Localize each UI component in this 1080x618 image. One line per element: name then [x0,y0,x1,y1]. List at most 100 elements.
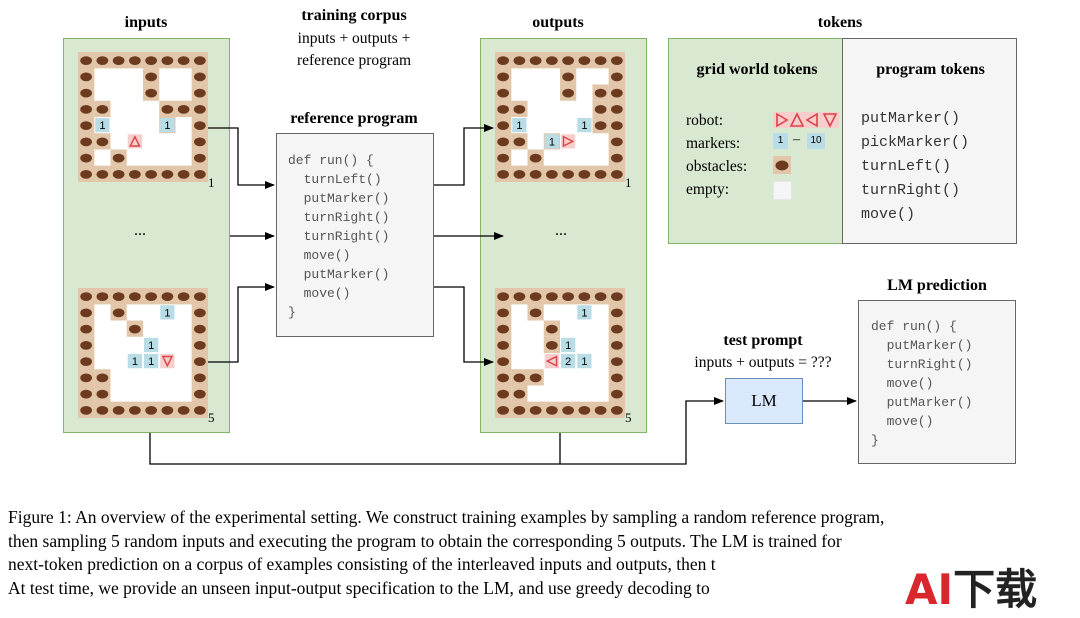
obstacle-icon [194,72,206,82]
obstacle-icon [611,373,623,383]
obstacle-icon [513,389,526,399]
reference-program-header: reference program [290,110,418,127]
obstacle-icon [497,308,509,318]
obstacle-icon [194,373,206,383]
marker-icon: 1 [160,118,175,133]
obstacle-icon [112,292,125,302]
marker-icon: 1 [561,337,576,352]
obstacle-icon [80,357,92,367]
robot-icon [562,135,575,148]
code-line: turnRight() [871,357,973,372]
code-line: } [288,305,296,320]
obstacle-icon [611,104,623,114]
training-corpus-subtitle-2: reference program [296,52,412,69]
robot-token-label: robot: [686,112,724,129]
obstacle-icon [145,169,157,179]
svg-text:1: 1 [148,340,154,352]
caption-line-3: next-token prediction on a corpus of exa… [8,554,716,574]
obstacle-icon [129,292,141,302]
obstacle-icon [96,389,109,399]
obstacle-icon [177,104,190,114]
code-line: turnRight() [288,210,390,225]
obstacle-icon [112,169,125,179]
obstacle-icon [611,357,623,367]
obstacle-icon [546,405,558,415]
marker-icon: 1 [577,305,592,320]
robot-down-icon [822,113,838,128]
obstacle-icon [161,292,174,302]
obstacle-icon [594,121,607,131]
code-line: turnRight() [288,229,390,244]
marker-icon: 1 [95,118,110,133]
obstacle-icon [96,169,109,179]
obstacle-icon [611,121,623,131]
obstacle-icon [96,373,109,383]
program-token: move() [861,206,916,223]
figure-caption: Figure 1: An overview of the experimenta… [8,506,1076,600]
obstacle-icon [96,292,109,302]
obstacle-icon [497,340,509,350]
obstacle-icon [194,88,206,98]
obstacle-icon [529,153,542,163]
obstacle-icon [194,169,206,179]
obstacle-icon [177,56,190,66]
obstacle-icon [578,292,591,302]
obstacle-icon [611,169,623,179]
program-token: putMarker() [861,110,961,127]
obstacle-icon [578,169,591,179]
obstacle-icon [611,340,623,350]
test-prompt-subtitle: inputs + outputs = ??? [694,354,832,371]
program-tokens-list: putMarker()pickMarker()turnLeft()turnRig… [861,107,969,227]
code-line: } [871,433,879,448]
marker-icon: 1 [577,118,592,133]
obstacle-icon [80,292,92,302]
marker-icon: 1 [144,337,159,352]
obstacle-icon [513,104,526,114]
obstacle-icon [594,56,607,66]
obstacle-icon [497,72,509,82]
obstacle-icon [562,405,574,415]
lm-prediction-box: def run() { putMarker() turnRight() move… [858,300,1016,464]
obstacle-icon [80,121,92,131]
obstacle-icon [611,153,623,163]
obstacle-icon [194,121,206,131]
obstacle-icon [611,88,623,98]
obstacle-icon [145,56,157,66]
marker-icon: 1 [160,305,175,320]
obstacle-icon [177,169,190,179]
obstacle-icon [80,340,92,350]
obstacle-icon [529,292,542,302]
obstacle-token-icon [773,156,791,174]
obstacle-icon [194,405,206,415]
marker-min-token: 1 [773,133,788,149]
obstacle-icon [80,104,92,114]
test-prompt-header: test prompt [723,332,803,349]
obstacle-icon [611,324,623,334]
code-line: putMarker() [288,191,390,206]
obstacle-icon [194,340,206,350]
obstacle-icon [194,308,206,318]
marker-icon: 1 [512,118,527,133]
obstacle-icon [497,373,509,383]
obstacle-icon [497,169,509,179]
arrow-program-to-output1 [434,124,494,186]
obstacle-icon [161,104,174,114]
obstacle-icon [145,72,157,82]
obstacle-icon [80,153,92,163]
input-ellipsis: ... [134,222,146,239]
program-token: pickMarker() [861,134,970,151]
caption-line-4: At test time, we provide an unseen input… [8,577,710,598]
svg-text:1: 1 [565,340,571,352]
obstacle-icon [80,88,92,98]
obstacle-icon [194,389,206,399]
obstacle-icon [594,292,607,302]
obstacle-icon [497,104,509,114]
obstacle-icon [513,405,526,415]
robot-right-icon [776,112,789,128]
obstacle-icon [513,373,526,383]
reference-program-code: def run() { turnLeft() putMarker() turnR… [288,151,389,322]
robot-icon [161,355,174,368]
obstacle-icon [194,104,206,114]
